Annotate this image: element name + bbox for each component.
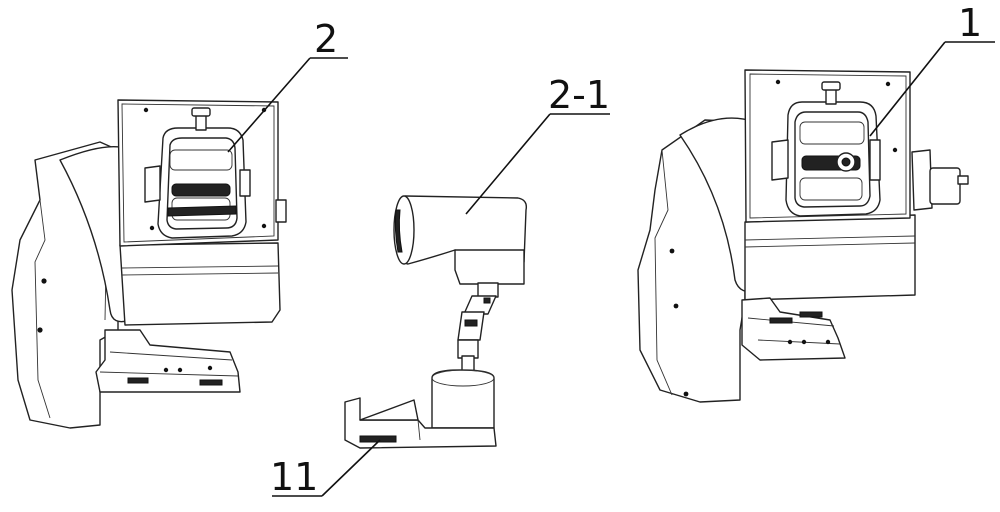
right-body xyxy=(744,214,916,301)
right-assembly xyxy=(637,69,969,403)
label-2-1: 2-1 xyxy=(548,73,610,117)
left-assembly xyxy=(11,99,287,429)
right-side-motor xyxy=(911,149,933,211)
right-drum xyxy=(679,117,759,293)
middle-part xyxy=(344,195,528,449)
callout-1: 1 xyxy=(869,1,995,137)
left-drum xyxy=(59,145,131,323)
left-body xyxy=(119,242,281,326)
label-11: 11 xyxy=(270,455,318,499)
left-bottom-bracket xyxy=(95,329,241,393)
callout-2: 2 xyxy=(227,17,348,153)
label-2: 2 xyxy=(314,17,338,61)
left-window-frame xyxy=(157,127,247,239)
right-bottom-bracket xyxy=(741,297,846,361)
label-1: 1 xyxy=(958,1,982,45)
callout-2-1: 2-1 xyxy=(465,73,610,215)
middle-motor xyxy=(431,369,495,429)
callout-11: 11 xyxy=(270,439,381,499)
